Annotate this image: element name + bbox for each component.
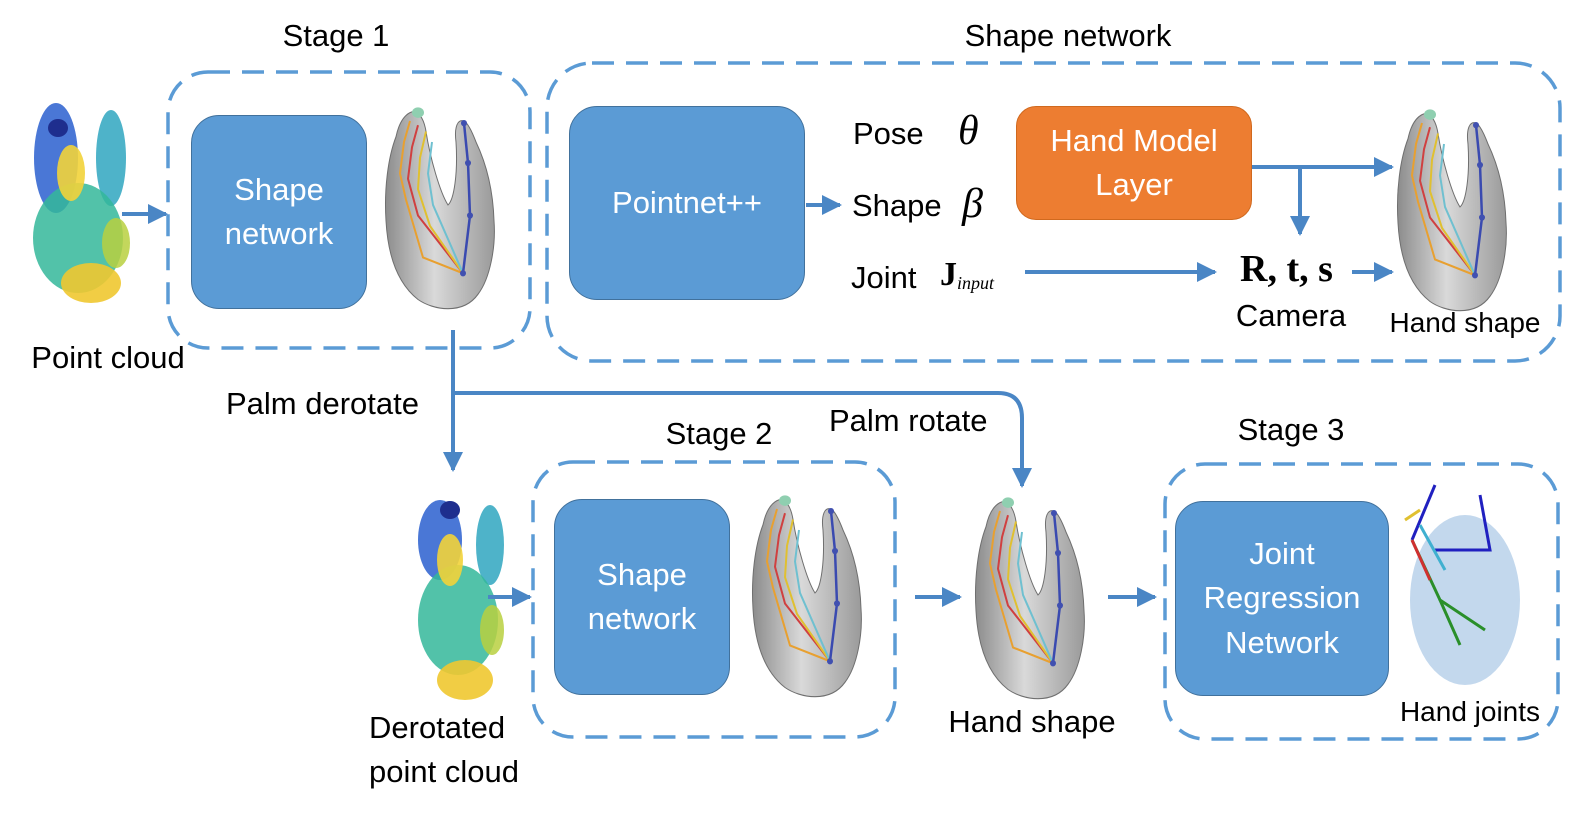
stage1-shape-network-box: Shape network [191, 115, 367, 309]
stage2-shape-network-box: Shape network [554, 499, 730, 695]
point-cloud-label: Point cloud [31, 340, 185, 375]
joint-symbol: Jinput [940, 256, 995, 294]
stage2-box-line1: Shape [597, 556, 687, 592]
stage2-box-line2: network [587, 601, 697, 636]
joint-symbol-sub: input [957, 273, 995, 294]
joint-label: Joint [851, 260, 917, 295]
joint-symbol-main: J [940, 256, 957, 293]
hand-mesh-stage2 [751, 494, 863, 698]
palm-rotate-label: Palm rotate [829, 403, 988, 438]
hand-model-line2: Layer [1095, 167, 1173, 202]
derotated-label-line1: Derotated [369, 710, 506, 745]
hand-shape-label: Hand shape [948, 704, 1116, 739]
jrn-line2: Regression [1203, 580, 1361, 616]
hand-joints-image [1404, 484, 1520, 685]
stage2-title: Stage 2 [665, 416, 773, 451]
pointnet-box: Pointnet++ [569, 106, 805, 300]
shape-symbol: β [962, 181, 983, 227]
pointnet-label: Pointnet++ [612, 184, 762, 220]
stage1-box-line1: Shape [234, 171, 324, 207]
stage3-title: Stage 3 [1237, 412, 1345, 447]
pose-label: Pose [853, 116, 924, 151]
stage1-title: Stage 1 [282, 18, 390, 53]
arrow-palm-rotate [453, 391, 1032, 488]
hand-mesh-stage1 [384, 106, 496, 310]
hand-mesh-output [974, 496, 1086, 700]
stage3-frame [1163, 462, 1560, 741]
stage2-frame [531, 460, 897, 739]
shape-network-title: Shape network [964, 18, 1172, 53]
hand-mesh-shape-output [1396, 108, 1508, 312]
shape-label: Shape [852, 188, 942, 223]
stage1-frame [166, 70, 532, 350]
stage1-box-line2: network [224, 216, 334, 251]
palm-derotate-label: Palm derotate [226, 386, 419, 421]
camera-symbol: R, t, s [1240, 248, 1333, 290]
camera-label: Camera [1235, 298, 1347, 333]
derotated-point-cloud-image [418, 500, 504, 700]
hand-joints-label: Hand joints [1399, 696, 1541, 727]
shape-output-label: Hand shape [1389, 307, 1541, 338]
jrn-line3: Network [1225, 624, 1339, 660]
pose-symbol: θ [958, 108, 979, 154]
shape-network-frame [545, 61, 1562, 363]
hand-model-line1: Hand Model [1050, 122, 1218, 158]
jrn-line1: Joint [1249, 536, 1315, 572]
point-cloud-image [33, 103, 130, 303]
derotated-label-line2: point cloud [369, 754, 519, 789]
